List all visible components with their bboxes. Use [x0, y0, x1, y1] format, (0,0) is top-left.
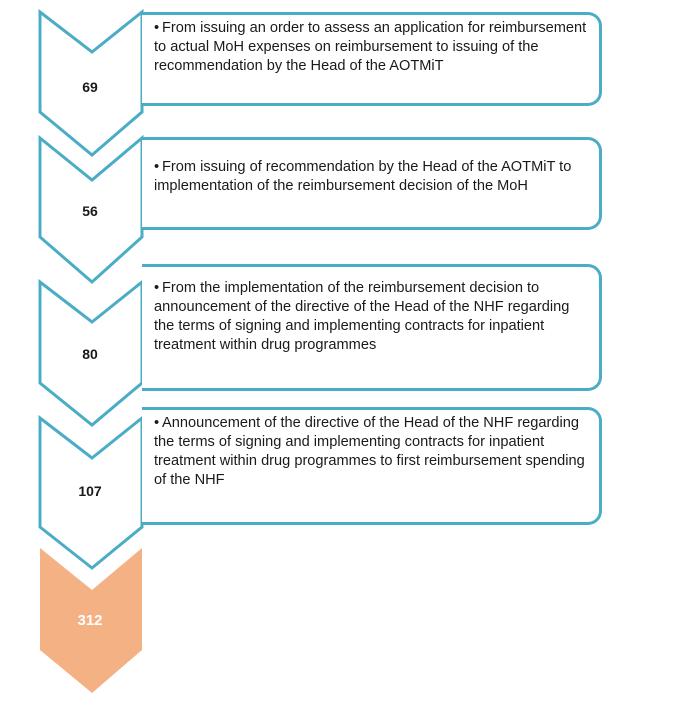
step-2-description-box: •From issuing of recommendation by the H…	[142, 137, 602, 230]
bullet-icon: •	[154, 159, 160, 175]
bullet-icon: •	[154, 20, 160, 36]
step-4-days: 107	[78, 483, 102, 499]
step-3-description-box: •From the implementation of the reimburs…	[142, 264, 602, 391]
bullet-icon: •	[154, 280, 160, 296]
step-1-description-box: •From issuing an order to assess an appl…	[142, 12, 602, 106]
total-chevron	[40, 548, 142, 693]
step-2-description: From issuing of recommendation by the He…	[154, 159, 572, 194]
total-days: 312	[77, 612, 103, 629]
step-4-description: Announcement of the directive of the Hea…	[154, 415, 585, 488]
step-1-chevron	[38, 8, 144, 157]
step-1-days: 69	[82, 79, 98, 95]
step-3-days: 80	[82, 346, 98, 362]
step-2-chevron	[38, 134, 144, 285]
step-1-description: From issuing an order to assess an appli…	[154, 20, 587, 74]
step-4-chevron	[38, 414, 144, 570]
bullet-icon: •	[154, 415, 160, 431]
step-3-description: From the implementation of the reimburse…	[154, 280, 570, 353]
step-2-days: 56	[82, 203, 98, 219]
step-4-description-box: •Announcement of the directive of the He…	[142, 407, 602, 525]
